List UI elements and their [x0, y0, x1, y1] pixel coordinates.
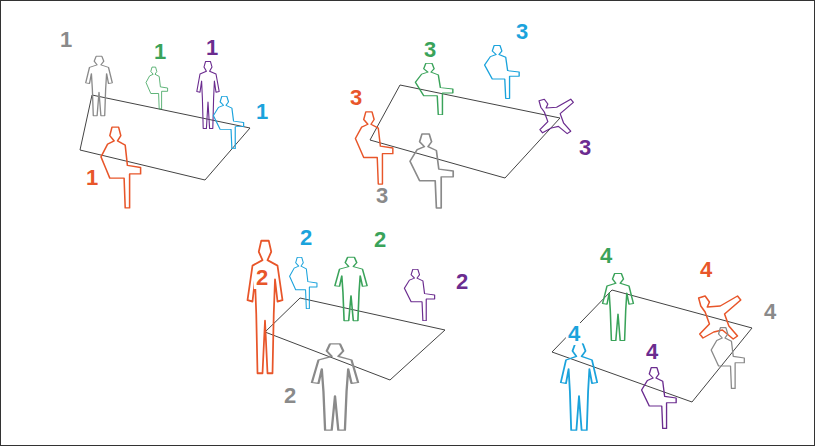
person-figure — [699, 296, 741, 339]
callout-number: 2 — [254, 267, 270, 289]
callout-number: 2 — [298, 227, 314, 249]
person-figure — [539, 99, 573, 133]
callout-number: 1 — [254, 101, 270, 123]
person-figure — [86, 56, 113, 116]
person-figure — [603, 273, 634, 340]
person-figure — [561, 344, 597, 430]
callout-number: 1 — [84, 167, 100, 189]
callout-number: 2 — [454, 271, 470, 293]
person-figure — [146, 67, 168, 109]
person-figure — [248, 241, 283, 373]
callout-number: 3 — [348, 87, 364, 109]
person-figure — [642, 368, 677, 429]
table-outline — [370, 85, 560, 178]
person-figure — [415, 63, 452, 114]
person-figure — [410, 134, 453, 208]
person-figure — [290, 257, 317, 308]
callout-number: 4 — [566, 323, 582, 345]
callout-number: 4 — [598, 245, 614, 267]
person-figure — [335, 257, 367, 320]
callout-number: 1 — [152, 41, 168, 63]
callout-number: 2 — [372, 229, 388, 251]
person-figure — [312, 344, 358, 430]
table-outline — [265, 298, 445, 380]
callout-number: 4 — [762, 301, 778, 323]
callout-number: 4 — [644, 341, 660, 363]
callout-number: 3 — [374, 185, 390, 207]
callout-number: 3 — [422, 39, 438, 61]
callout-number: 1 — [58, 29, 74, 51]
callout-number: 1 — [204, 37, 220, 59]
person-figure — [355, 112, 392, 184]
person-figure — [197, 61, 219, 128]
person-figure — [404, 269, 434, 320]
callout-number: 4 — [698, 259, 714, 281]
callout-number: 3 — [514, 21, 530, 43]
person-figure — [101, 127, 141, 208]
callout-number: 2 — [282, 385, 298, 407]
callout-number: 3 — [577, 137, 593, 159]
person-figure — [485, 45, 520, 98]
person-figure — [213, 96, 243, 148]
table-outline — [552, 290, 752, 402]
person-figure — [711, 328, 744, 389]
